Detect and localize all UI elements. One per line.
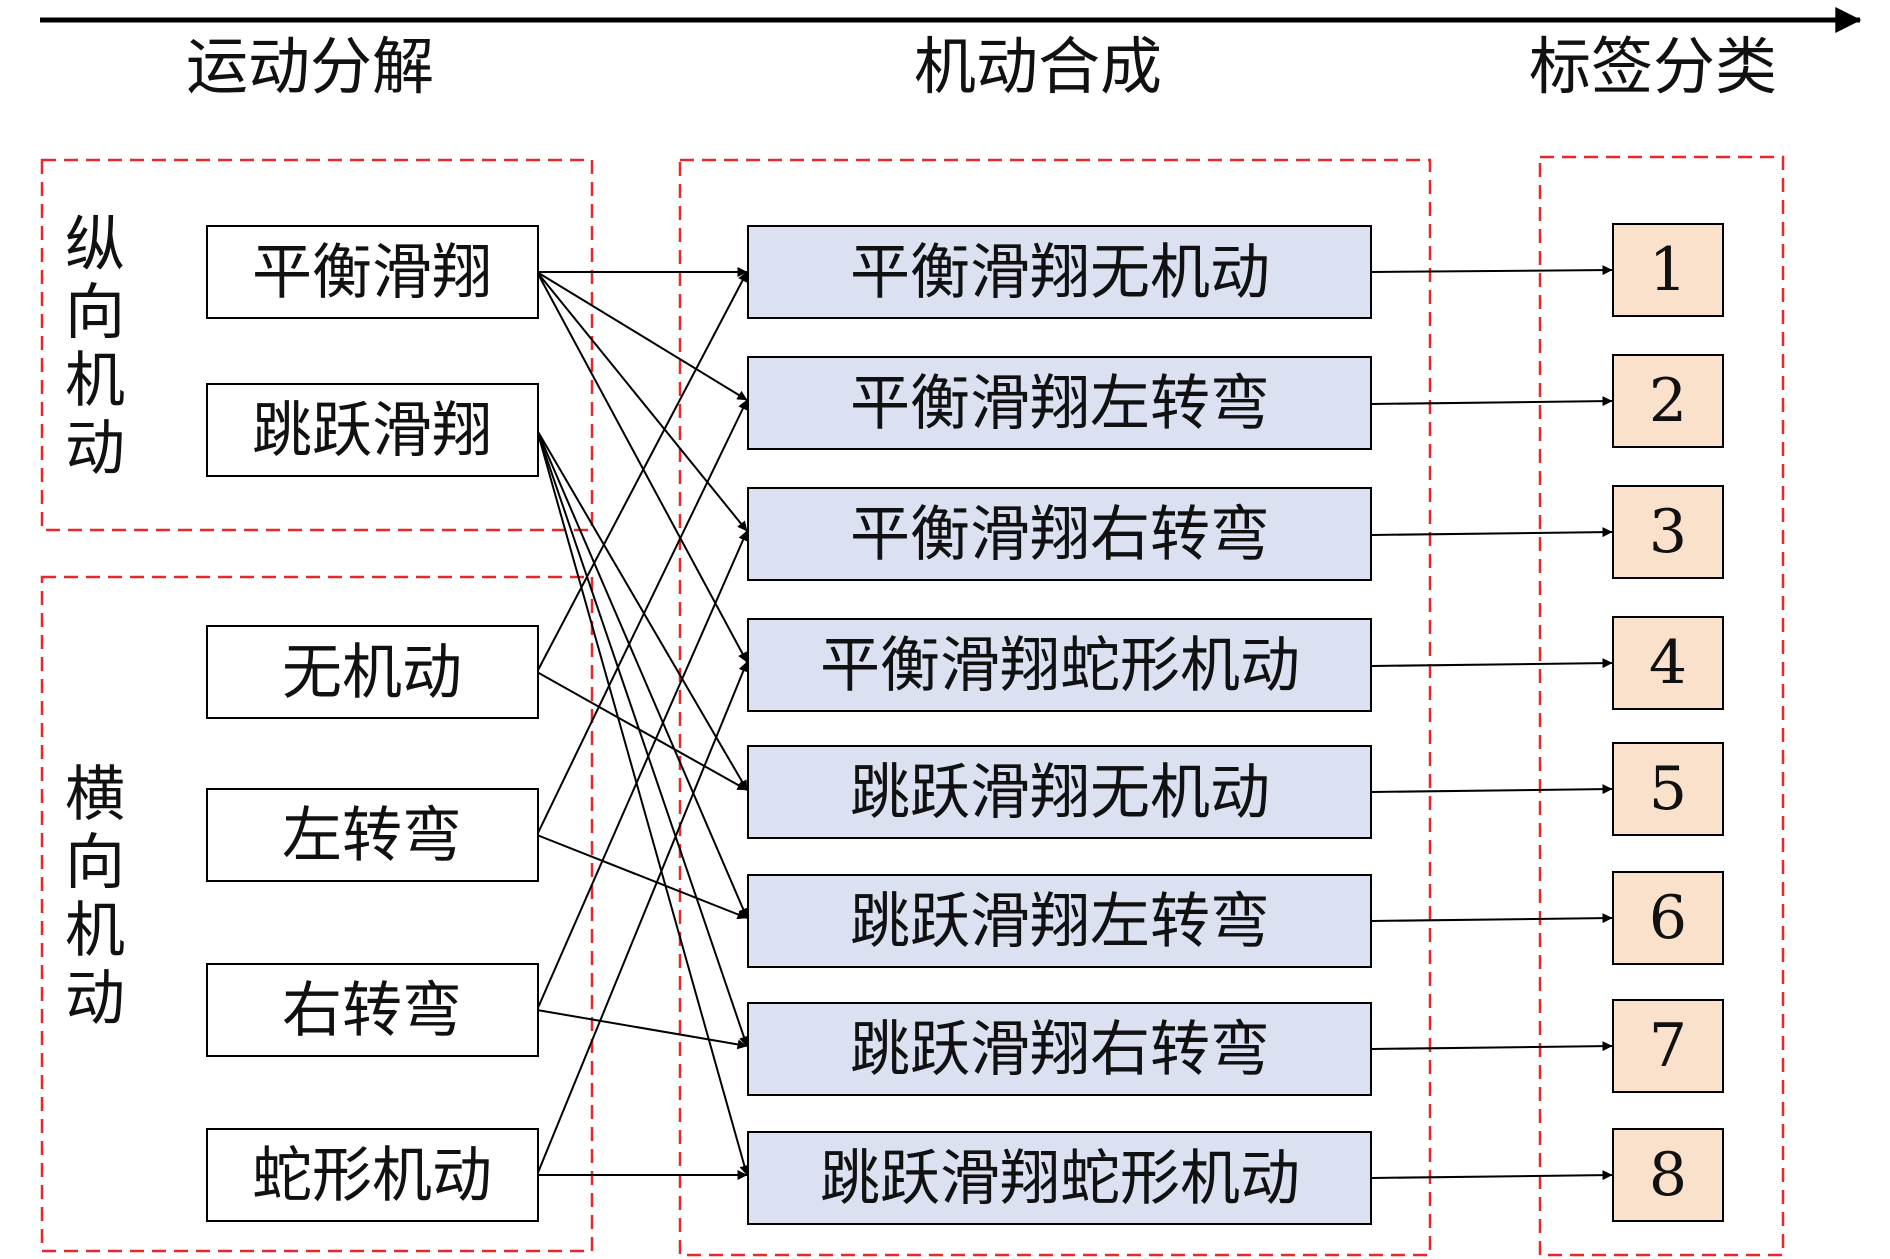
box-balance-glide: 平衡滑翔 [206, 225, 539, 319]
label-box-2: 2 [1612, 354, 1724, 448]
group-label-longitudinal: 纵 向 机 动 [65, 210, 125, 484]
combined-box-8: 跳跃滑翔蛇形机动 [747, 1131, 1372, 1225]
arrow-c5-to-label [1371, 784, 1613, 795]
label-number: 5 [1649, 754, 1687, 824]
frame-synthesis [678, 158, 1432, 1257]
arrow-c4-to-label [1371, 658, 1613, 669]
box-label: 蛇形机动 [252, 1141, 492, 1211]
group-char: 纵 [65, 210, 125, 280]
combined-box-5: 跳跃滑翔无机动 [747, 745, 1372, 839]
box-label: 左转弯 [282, 801, 462, 871]
box-label: 跳跃滑翔蛇形机动 [820, 1144, 1300, 1214]
arrow-skip-to-c7 [536, 429, 749, 1047]
label-number: 4 [1649, 628, 1687, 698]
stage-title-synthesis: 机动合成 [914, 30, 1162, 103]
group-char: 机 [65, 896, 125, 966]
group-char: 动 [65, 414, 125, 484]
box-skip-glide: 跳跃滑翔 [206, 383, 539, 477]
label-number: 3 [1649, 497, 1687, 567]
box-label: 平衡滑翔右转弯 [850, 500, 1270, 570]
box-label: 右转弯 [282, 976, 462, 1046]
box-label: 跳跃滑翔左转弯 [850, 887, 1270, 957]
arrow-skip-to-c6 [536, 429, 748, 919]
box-label: 平衡滑翔蛇形机动 [820, 631, 1300, 701]
label-box-1: 1 [1612, 223, 1724, 317]
label-number: 8 [1649, 1140, 1687, 1210]
box-label: 平衡滑翔无机动 [850, 238, 1270, 308]
arrow-skip-to-c5 [536, 429, 748, 791]
label-number: 6 [1649, 883, 1687, 953]
label-box-6: 6 [1612, 871, 1724, 965]
combined-box-3: 平衡滑翔右转弯 [747, 487, 1372, 581]
arrow-balance-to-c2 [536, 271, 748, 401]
arrow-c1-to-label [1371, 265, 1613, 276]
label-box-8: 8 [1612, 1128, 1724, 1222]
arrow-right-to-c7 [536, 1009, 748, 1050]
label-box-7: 7 [1612, 999, 1724, 1093]
combined-box-6: 跳跃滑翔左转弯 [747, 874, 1372, 968]
arrow-balance-to-c3 [536, 271, 748, 532]
group-char: 横 [65, 760, 125, 830]
box-label: 跳跃滑翔右转弯 [850, 1015, 1270, 1085]
group-char: 向 [65, 828, 125, 898]
label-number: 2 [1649, 366, 1687, 436]
frame-lateral [40, 575, 594, 1253]
box-label: 平衡滑翔 [252, 238, 492, 308]
frame-longitudinal [40, 158, 594, 532]
stage-title-decomposition: 运动分解 [186, 30, 434, 103]
group-char: 动 [65, 964, 125, 1034]
arrow-c2-to-label [1371, 396, 1613, 407]
arrow-left-to-c6 [536, 834, 748, 920]
group-char: 向 [65, 278, 125, 348]
box-label: 跳跃滑翔 [252, 396, 492, 466]
stage-title-classification: 标签分类 [1529, 30, 1777, 103]
arrow-c6-to-label [1371, 913, 1613, 924]
combined-box-4: 平衡滑翔蛇形机动 [747, 618, 1372, 712]
box-snake-maneuver: 蛇形机动 [206, 1128, 539, 1222]
box-label: 无机动 [282, 638, 462, 708]
arrow-skip-to-c8 [536, 429, 750, 1176]
decomposition-boxes: 平衡滑翔 跳跃滑翔 无机动 左转弯 右转弯 蛇形机动 [206, 225, 539, 1222]
arrow-c7-to-label [1371, 1041, 1613, 1052]
box-label: 平衡滑翔左转弯 [850, 369, 1270, 439]
arrow-none-to-c1 [536, 271, 748, 673]
box-left-turn: 左转弯 [206, 788, 539, 882]
combined-box-7: 跳跃滑翔右转弯 [747, 1002, 1372, 1096]
combined-box-2: 平衡滑翔左转弯 [747, 356, 1372, 450]
arrow-left-to-c2 [536, 399, 748, 836]
box-no-maneuver: 无机动 [206, 625, 539, 719]
arrow-right-to-c3 [536, 530, 748, 1011]
label-box-4: 4 [1612, 616, 1724, 710]
box-label: 跳跃滑翔无机动 [850, 758, 1270, 828]
arrow-c3-to-label [1371, 527, 1613, 538]
label-box-5: 5 [1612, 742, 1724, 836]
arrow-snake-to-c4 [536, 661, 749, 1176]
box-right-turn: 右转弯 [206, 963, 539, 1057]
combined-box-1: 平衡滑翔无机动 [747, 225, 1372, 319]
arrow-balance-to-c4 [536, 271, 748, 663]
label-number: 1 [1649, 235, 1687, 305]
frame-classification [1538, 155, 1785, 1257]
combined-boxes: 平衡滑翔无机动 平衡滑翔左转弯 平衡滑翔右转弯 平衡滑翔蛇形机动 跳跃滑翔无机动… [747, 225, 1372, 1225]
arrow-none-to-c5 [536, 671, 748, 791]
group-char: 机 [65, 346, 125, 416]
connections [536, 265, 1613, 1181]
label-boxes: 1 2 3 4 5 6 7 8 [1612, 223, 1724, 1222]
group-label-lateral: 横 向 机 动 [65, 760, 125, 1034]
label-number: 7 [1649, 1011, 1687, 1081]
arrow-c8-to-label [1371, 1170, 1613, 1181]
label-box-3: 3 [1612, 485, 1724, 579]
